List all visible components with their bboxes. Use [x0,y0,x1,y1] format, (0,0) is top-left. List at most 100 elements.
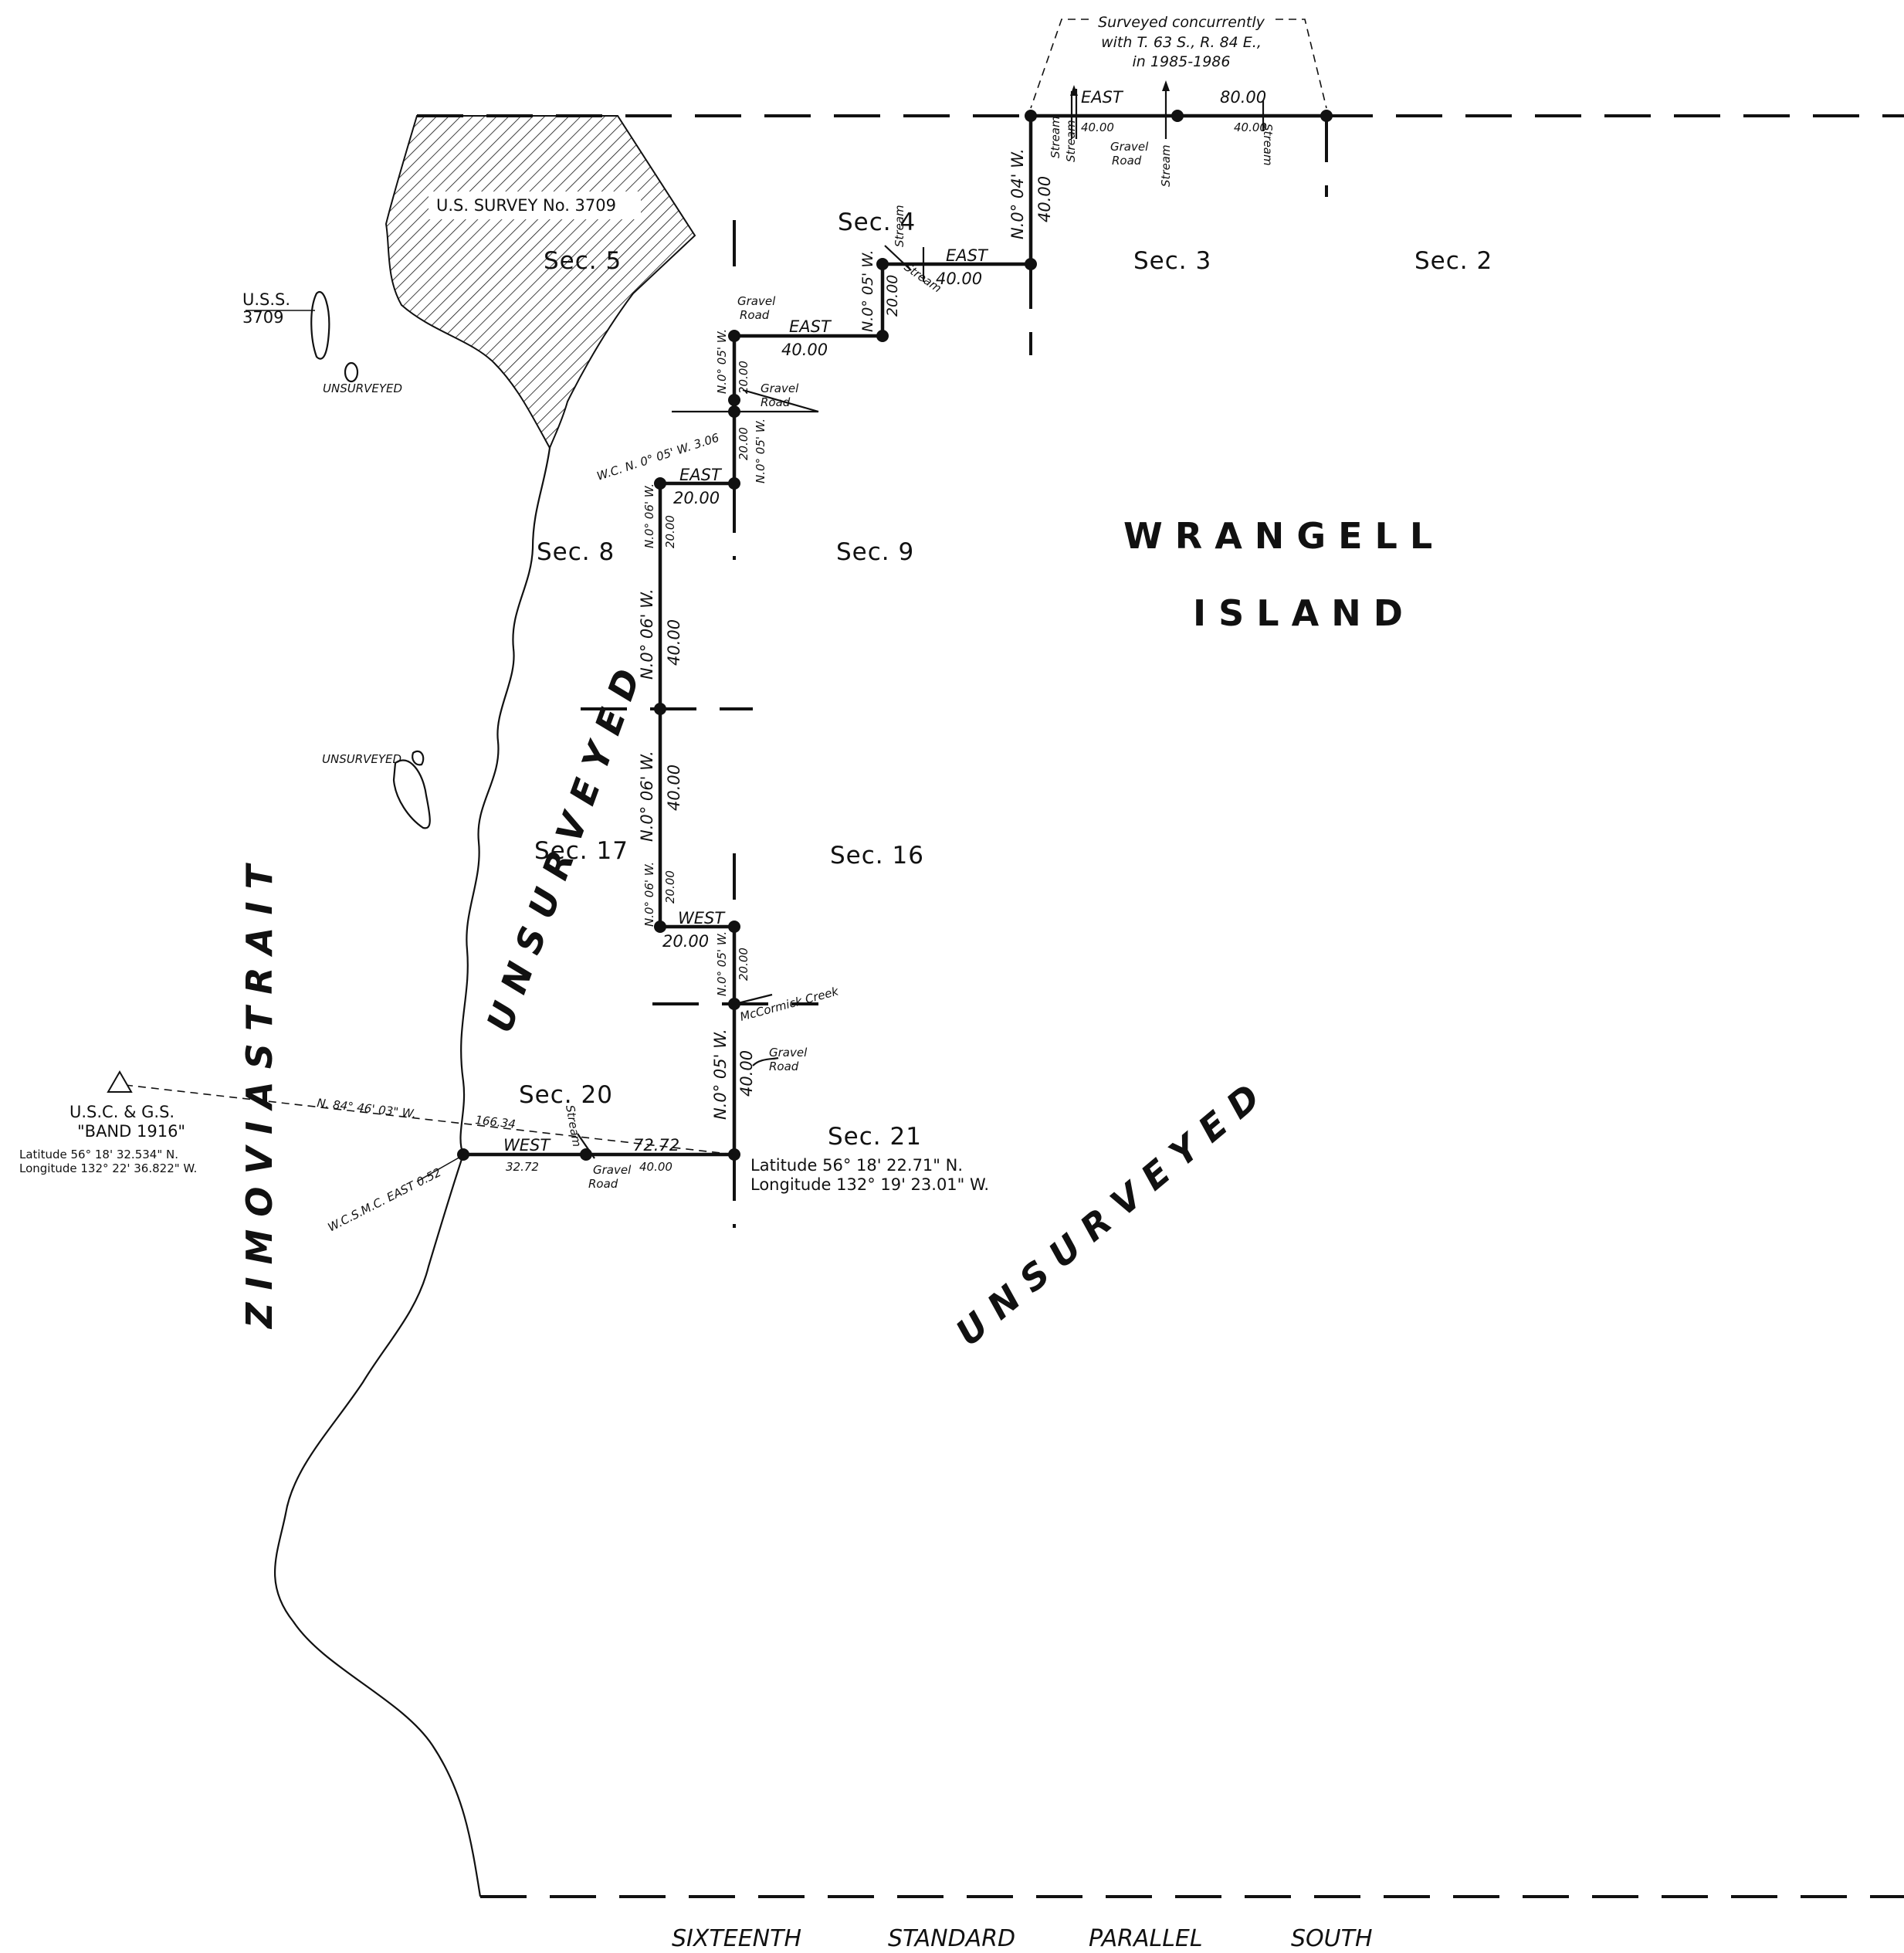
small-island-uss [310,290,330,360]
gravel-label: Gravel [761,381,799,395]
corner-monument [876,258,889,270]
corner-monument [580,1148,592,1161]
road-label: Road [1112,154,1142,168]
distance-sec5-east: 40.00 [781,341,828,359]
distance-n005w-d: 20.00 [737,948,750,981]
concurrent-note-line3: in 1985-1986 [1133,53,1231,70]
section-label-20: Sec. 20 [519,1081,613,1109]
distance-bottom-7272: 72.72 [633,1136,679,1155]
concurrent-bracket-left [1030,19,1089,109]
triangulation-tie-line [124,1084,735,1155]
wcsmc-tie-line [416,1155,462,1182]
stream-label: Stream [563,1104,584,1148]
bearing-n004w: N.0° 04' W. [1008,148,1027,239]
corner-monument [728,921,740,933]
road-label: Road [769,1060,799,1073]
road-mark [752,1056,779,1066]
corner-monument [654,921,666,933]
distance-sec8-east: 20.00 [673,489,720,507]
corner-monument [876,330,889,342]
distance-n006w-a: 20.00 [663,515,677,548]
distance-n006w-c: 40.00 [665,765,683,811]
gravel-label: Gravel [1110,140,1149,154]
corner-monument [728,330,740,342]
corner-latitude: Latitude 56° 18' 22.71" N. [750,1156,963,1175]
stream-label: Stream [1049,116,1062,158]
distance-bottom-4000: 40.00 [639,1160,672,1174]
corner-monument [728,394,740,406]
stream-label: Stream [1261,124,1275,166]
corner-monument [1171,110,1184,122]
road-label: Road [761,395,791,409]
parallel-word-1: SIXTEENTH [672,1925,801,1952]
arrowhead-icon [1070,85,1078,96]
corner-monument [1320,110,1333,122]
small-island-west [392,759,431,829]
section-label-16: Sec. 16 [830,842,924,870]
distance-n005w-c: 20.00 [737,427,750,460]
bearing-sec17-west: WEST [678,909,726,927]
distance-n006w-b: 40.00 [665,619,683,666]
parallel-word-2: STANDARD [888,1925,1015,1952]
station-name-2: "BAND 1916" [77,1122,185,1141]
wcsmc-label: W.C.S.M.C. EAST 0.52 [326,1165,444,1235]
gravel-label: Gravel [769,1046,808,1060]
gravel-label: Gravel [737,294,776,308]
bearing-sec4-east: EAST [946,246,989,265]
bearing-n005w-e: N.0° 05' W. [711,1029,730,1120]
station-name-1: U.S.C. & G.S. [69,1103,174,1121]
us-survey-3709-parcel [385,115,696,450]
distance-n005w-e: 40.00 [737,1050,756,1097]
section-label-3: Sec. 3 [1133,247,1211,275]
uss-3709-label: U.S. SURVEY No. 3709 [436,196,616,215]
bearing-top-east: EAST [1081,88,1124,107]
small-island-rock [344,361,359,383]
bearing-n006w-b: N.0° 06' W. [638,588,656,680]
uss-label-box [429,192,641,219]
triangulation-station-symbol [107,1070,133,1093]
corner-longitude: Longitude 132° 19' 23.01" W. [750,1175,989,1194]
road-label: Road [740,308,770,322]
distance-n005w-b: 20.00 [737,361,750,394]
corner-monument [654,477,666,490]
concurrent-note-line1: Surveyed concurrently [1098,14,1265,31]
bearing-n006w-a: N.0° 06' W. [642,483,656,548]
coastline [273,447,551,1897]
section-label-5: Sec. 5 [544,247,622,275]
creek-mark [734,993,773,1005]
island-label: I S L A N D [1193,592,1403,634]
bearing-sec5-east: EAST [789,317,832,336]
distance-top-4000-b: 40.00 [1234,120,1267,134]
bearing-bottom-west: WEST [503,1136,551,1155]
wrangell-label: W R A N G E L L [1123,515,1432,557]
section-label-21: Sec. 21 [828,1123,922,1151]
distance-top-4000-a: 40.00 [1081,120,1114,134]
unsurveyed-east-label: U N S U R V E Y E D [947,1076,1268,1354]
uss-small-label-1: U.S.S. [242,290,290,309]
concurrent-bracket-right [1276,19,1327,109]
station-longitude: Longitude 132° 22' 36.822" W. [19,1161,197,1175]
gravel-label: Gravel [593,1163,632,1177]
concurrent-note-line2: with T. 63 S., R. 84 E., [1101,34,1262,51]
corner-monument [728,1148,740,1161]
section-label-2: Sec. 2 [1414,247,1492,275]
corner-monument [654,703,666,715]
feature-marks [577,80,1265,1159]
bearing-n005w-a: N.0° 05' W. [859,249,876,332]
bearing-sec8-east: EAST [679,466,723,484]
distance-top-8000: 80.00 [1220,88,1266,107]
bearing-n005w-d: N.0° 05' W. [715,931,729,996]
unsurveyed-small-label-1: UNSURVEYED [323,381,402,395]
arrowhead-icon [1162,80,1170,91]
concurrent-survey-bracket [1030,19,1327,109]
stream-mark [577,1133,595,1159]
distance-n004w: 40.00 [1035,176,1054,222]
section-label-4: Sec. 4 [838,209,916,236]
corner-monument [728,477,740,490]
stream-label: Stream [893,205,906,247]
distance-sec17-west: 20.00 [662,932,709,951]
stream-label: Stream [1064,120,1078,162]
tie-bearing-label: N. 84° 46' 03" W. [317,1096,417,1121]
corner-monuments [457,110,1333,1161]
